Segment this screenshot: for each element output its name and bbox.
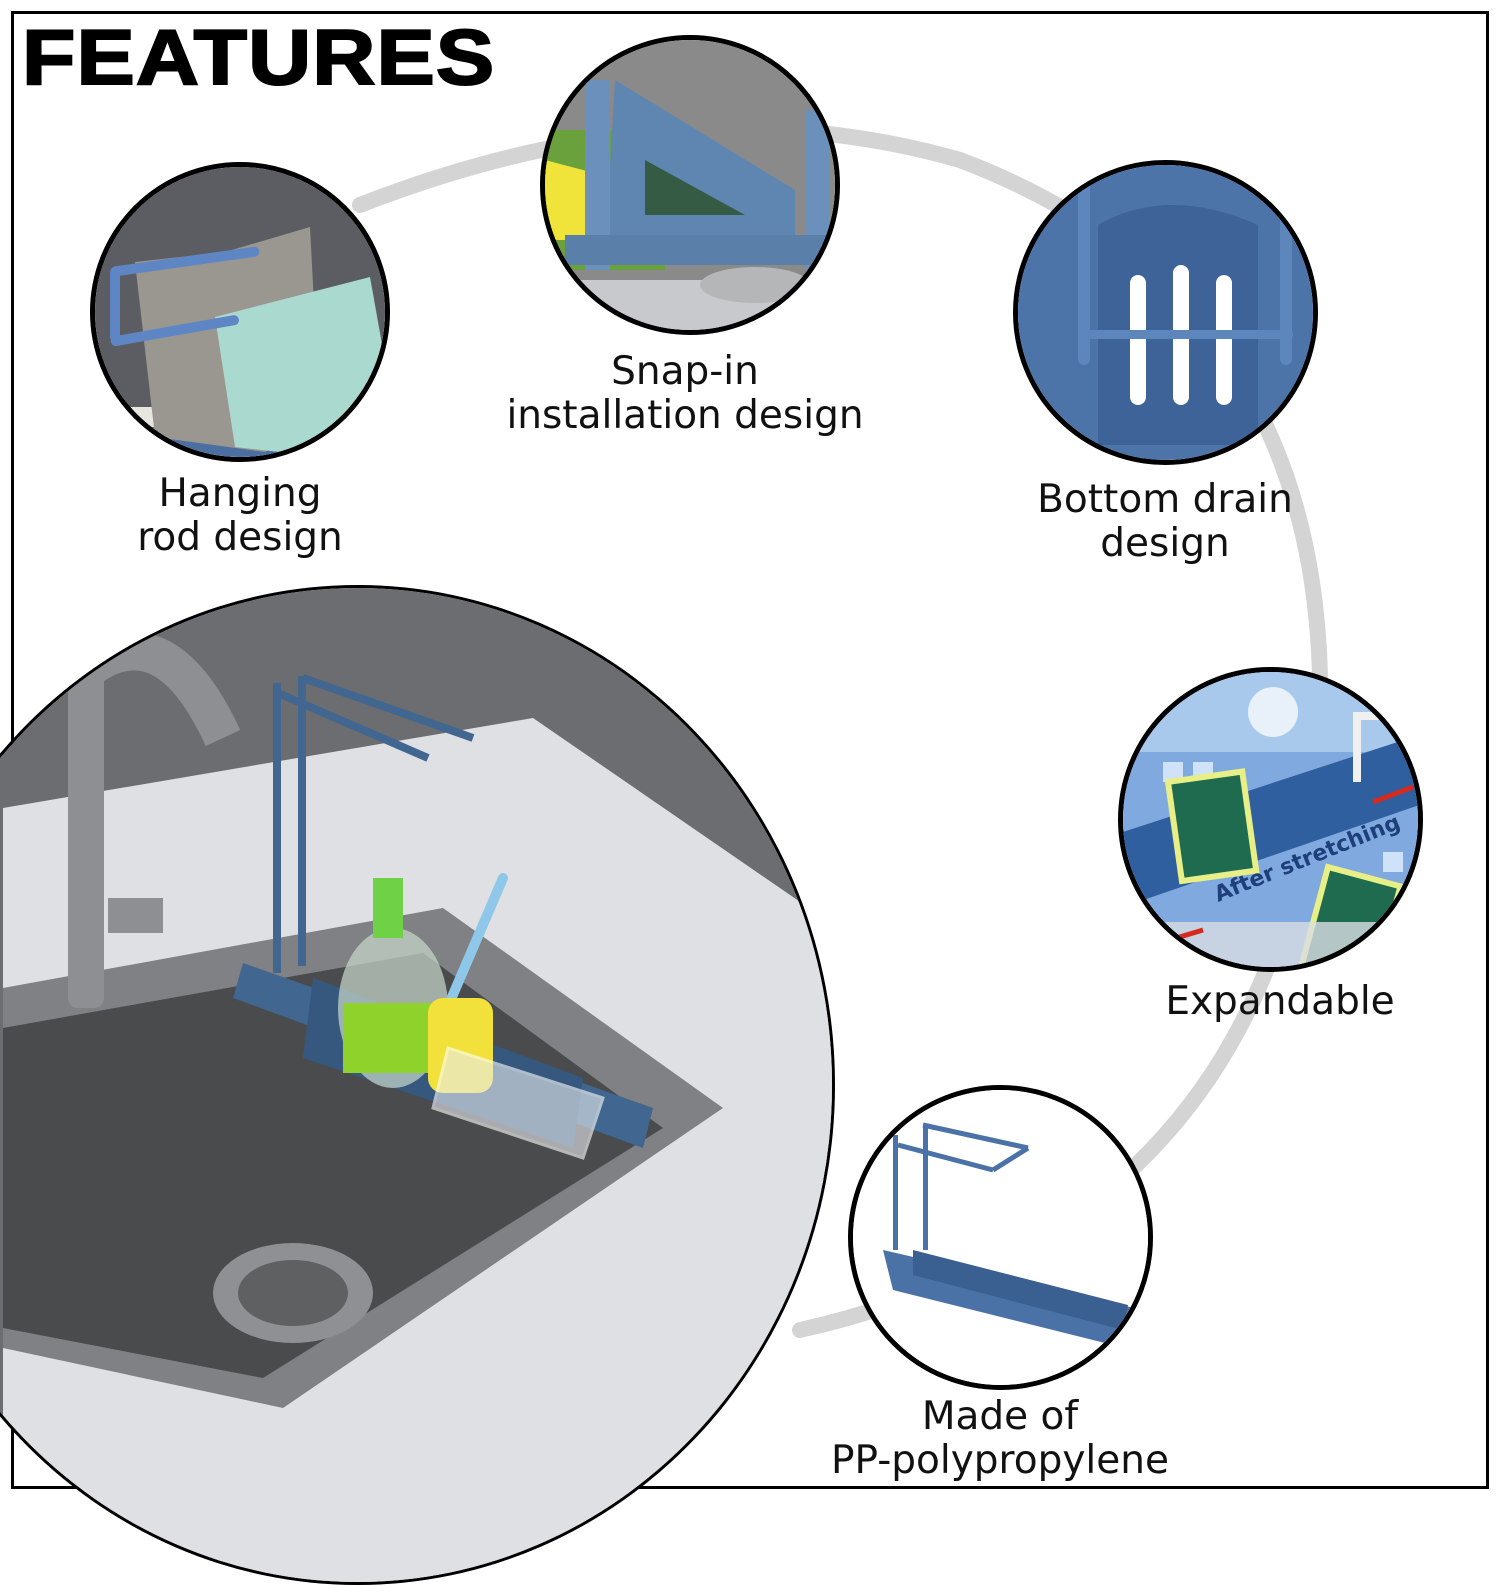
feature-label-snap-in: Snap-in installation design (480, 350, 890, 438)
feature-label-line2: installation design (506, 393, 864, 438)
empty-caddy-photo (853, 1090, 1148, 1385)
feature-image-material (848, 1085, 1153, 1390)
feature-label-bottom-drain: Bottom drain design (1015, 478, 1315, 566)
feature-image-hanging-rod (90, 162, 390, 462)
feature-label-line1: Snap-in (611, 349, 759, 394)
feature-label-hanging-rod: Hanging rod design (110, 472, 370, 560)
feature-label-line2: design (1100, 521, 1230, 566)
feature-image-bottom-drain (1013, 160, 1318, 465)
towel-rod-photo (95, 167, 385, 457)
feature-label-line2: PP-polypropylene (831, 1438, 1169, 1483)
feature-image-snap-in (540, 35, 840, 335)
feature-label-expandable: Expandable (1130, 980, 1430, 1024)
expandable-caddy-photo: After stretching (1123, 672, 1418, 967)
feature-label-material: Made of PP-polypropylene (800, 1395, 1200, 1483)
feature-label-line1: Made of (921, 1394, 1079, 1439)
feature-label-line2: rod design (137, 515, 343, 560)
drain-basket-photo (1018, 165, 1313, 460)
feature-label-line1: Hanging (158, 471, 322, 516)
page-title: FEATURES (21, 13, 496, 101)
feature-label-line1: Expandable (1165, 979, 1395, 1024)
feature-label-line1: Bottom drain (1037, 477, 1293, 522)
feature-image-expandable: After stretching (1118, 667, 1423, 972)
snap-in-bracket-photo (545, 40, 835, 330)
